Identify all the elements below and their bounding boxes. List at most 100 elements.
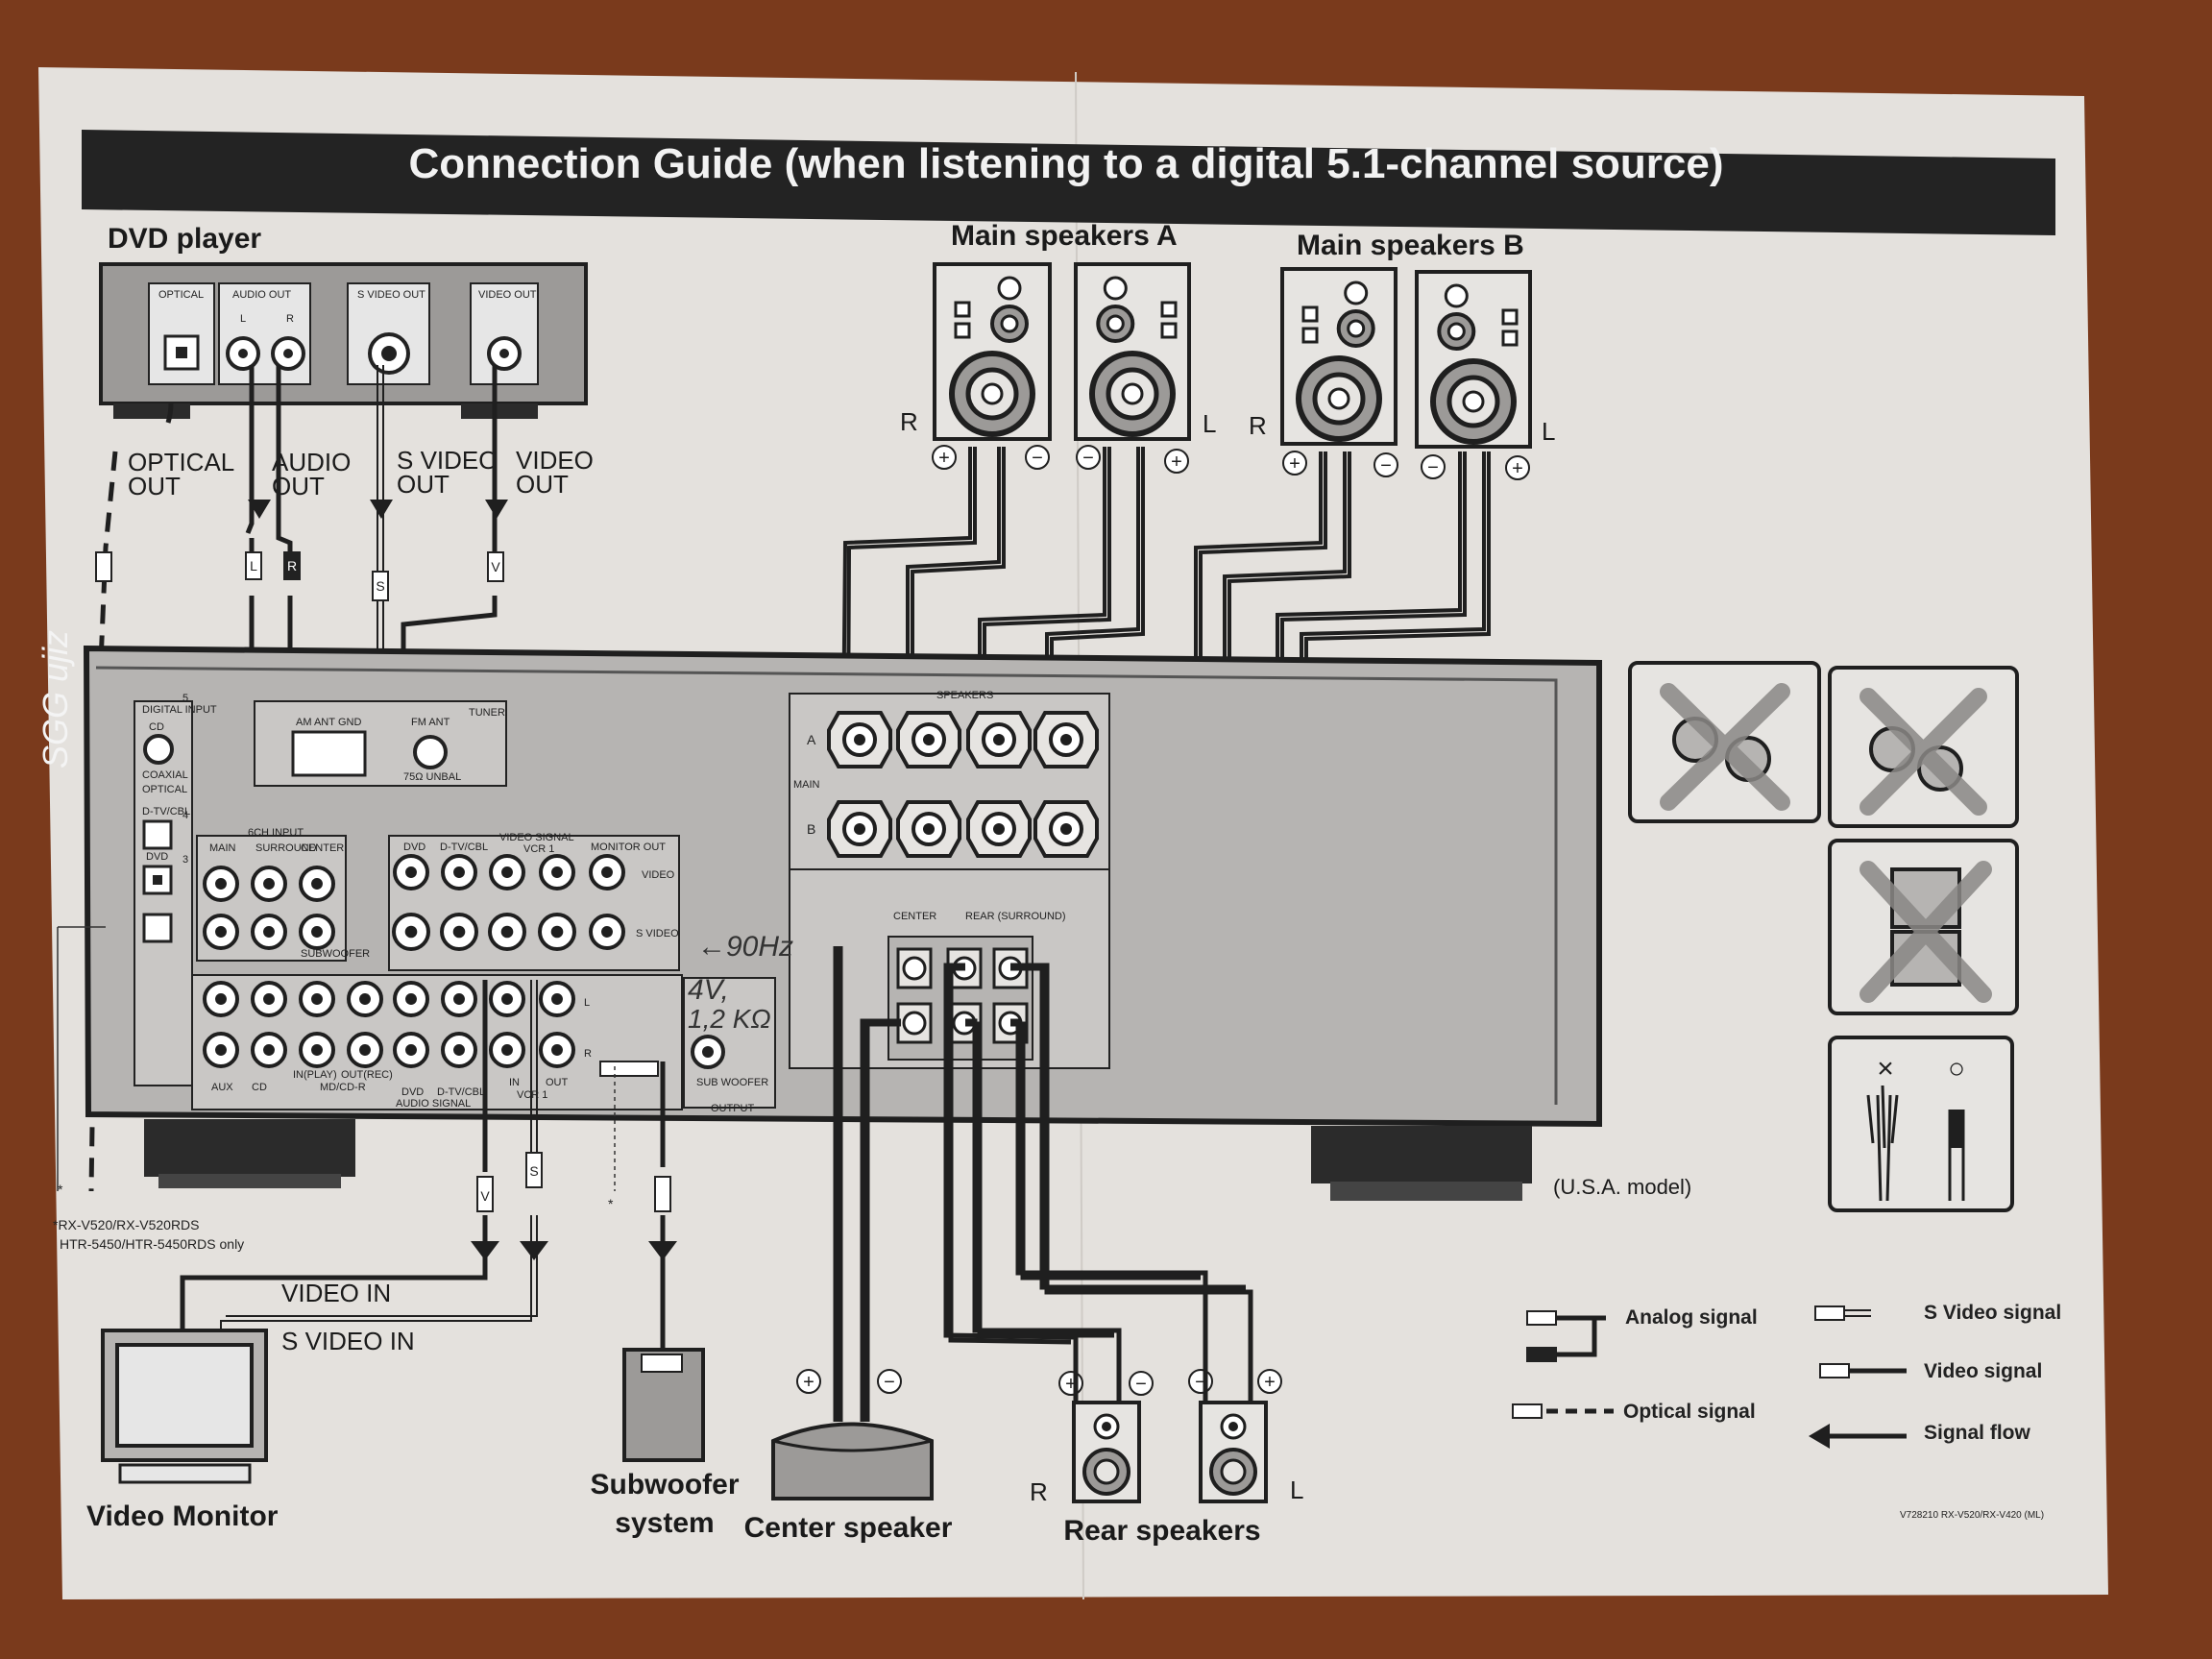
rear-r-label: R bbox=[1030, 1477, 1048, 1506]
plug-r-icon bbox=[283, 551, 301, 580]
video-out-label-1: VIDEO bbox=[516, 446, 594, 475]
video-signal-label: VIDEO SIGNAL bbox=[499, 832, 574, 843]
right-strip-mark: ○ bbox=[1948, 1053, 1965, 1085]
svg-text:−: − bbox=[1195, 1372, 1206, 1393]
legend-analog-label: Analog signal bbox=[1625, 1306, 1758, 1329]
main-speaker-1 bbox=[933, 262, 1052, 441]
dvd-audio-l-label: L bbox=[240, 313, 246, 325]
svg-text:−: − bbox=[1427, 457, 1439, 478]
dvd-port-audio-label: AUDIO OUT bbox=[232, 289, 291, 301]
plug-s-icon bbox=[372, 571, 389, 601]
bottom-arrows bbox=[471, 1241, 677, 1260]
terminal-minus-symbol: − bbox=[1421, 454, 1446, 479]
play-label: IN(PLAY) bbox=[293, 1069, 337, 1081]
rec-label: OUT(REC) bbox=[341, 1069, 393, 1081]
main-speaker-3 bbox=[1280, 267, 1398, 446]
terminal-minus-symbol: − bbox=[1025, 445, 1050, 470]
digital-dvd-label: DVD bbox=[146, 851, 168, 863]
svideo-out-label-2: OUT bbox=[397, 470, 450, 499]
handwritten-margin: SGG ujiz bbox=[36, 630, 75, 769]
as-dvd-label: DVD bbox=[401, 1086, 424, 1098]
sub-woofer-label: SUB WOOFER bbox=[696, 1077, 768, 1088]
terminal-plus-symbol: + bbox=[796, 1369, 821, 1394]
document-number: V728210 RX-V520/RX-V420 (ML) bbox=[1900, 1510, 2044, 1521]
svg-text:−: − bbox=[884, 1372, 895, 1393]
video-out-label-2: OUT bbox=[516, 470, 569, 499]
plug-l-icon bbox=[245, 551, 262, 580]
terminal-minus-symbol: − bbox=[1188, 1369, 1213, 1394]
main-speakers bbox=[933, 262, 1532, 449]
terminal-plus-symbol: + bbox=[932, 445, 957, 470]
cable-plugs: L R S V bbox=[95, 551, 504, 601]
footnote-line-2: HTR-5450/HTR-5450RDS only bbox=[60, 1236, 244, 1252]
rear-l-label: L bbox=[1290, 1476, 1303, 1504]
as-l-label: L bbox=[584, 997, 590, 1009]
optical-out-label-2: OUT bbox=[128, 472, 181, 500]
rear-speaker-2 bbox=[1199, 1401, 1268, 1503]
svideo-out-label-1: S VIDEO bbox=[397, 446, 498, 475]
legend-svideo-icon bbox=[1814, 1305, 1871, 1321]
speakers-panel-label: SPEAKERS bbox=[936, 690, 993, 701]
leader-asterisk: * bbox=[58, 1182, 63, 1197]
svg-text:−: − bbox=[1135, 1374, 1147, 1395]
bottom-plugs: V S bbox=[476, 1152, 671, 1212]
vs-dtv-label: D-TV/CBL bbox=[440, 842, 488, 853]
speakers-b-label: B bbox=[807, 821, 815, 837]
plug-optical-icon bbox=[95, 551, 112, 582]
svg-text:+: + bbox=[1264, 1372, 1276, 1393]
model-label: (U.S.A. model) bbox=[1553, 1175, 1691, 1199]
speaker-a-l-label: L bbox=[1203, 409, 1216, 438]
center-terminal-label: CENTER bbox=[893, 911, 936, 922]
dvd-audio-r-label: R bbox=[286, 313, 294, 325]
wire-strip-icon bbox=[1828, 1036, 2014, 1212]
video-monitor bbox=[101, 1329, 268, 1484]
dvd-player: OPTICAL AUDIO OUT S VIDEO OUT VIDEO OUT … bbox=[99, 262, 588, 419]
legend-flow-label: Signal flow bbox=[1924, 1422, 2031, 1444]
video-monitor-label: Video Monitor bbox=[86, 1500, 279, 1532]
monitor-out-label: MONITOR OUT bbox=[591, 842, 666, 853]
num4: 4 bbox=[182, 810, 188, 821]
main-speaker-wires bbox=[841, 447, 1491, 817]
6ch-main-label: MAIN bbox=[209, 842, 236, 854]
subwoofer-label-2: system bbox=[615, 1507, 714, 1539]
terminal-minus-symbol: − bbox=[877, 1369, 902, 1394]
handwritten-impedance: 1,2 KΩ bbox=[688, 1004, 771, 1034]
terminal-minus-symbol: − bbox=[1373, 452, 1398, 477]
subwoofer bbox=[622, 1348, 705, 1462]
main-speaker-2 bbox=[1074, 262, 1191, 441]
as-in-label: IN bbox=[509, 1077, 520, 1088]
svg-text:+: + bbox=[1289, 453, 1300, 475]
digital-dtv-label: D-TV/CBL bbox=[142, 806, 190, 817]
rear-speakers bbox=[1072, 1401, 1268, 1503]
plug-v-icon bbox=[487, 551, 504, 582]
handwritten-level: 4V, bbox=[688, 974, 729, 1006]
speaker-terminal-symbols: +−−++−−++−+−−+ bbox=[796, 445, 1530, 1396]
svideo-cable-to-monitor bbox=[220, 980, 538, 1340]
optical-label: OPTICAL bbox=[142, 784, 187, 795]
svg-text:+: + bbox=[1065, 1374, 1077, 1395]
audio-cd-label: CD bbox=[252, 1082, 267, 1093]
title-bar bbox=[82, 130, 2055, 235]
bottom-plug-v-label: V bbox=[480, 1188, 490, 1204]
speakers-a-label: A bbox=[807, 732, 816, 747]
main-speaker-4 bbox=[1415, 270, 1532, 449]
sub-output-label: OUTPUT bbox=[711, 1103, 755, 1114]
as-r-label: R bbox=[584, 1048, 592, 1060]
num5: 5 bbox=[182, 693, 188, 704]
handwritten-freq: ←90Hz bbox=[697, 931, 793, 963]
vs-vcr-label: VCR 1 bbox=[523, 843, 554, 855]
digital-input-label: DIGITAL INPUT bbox=[142, 704, 217, 716]
6ch-surround-label: SURROUND bbox=[255, 842, 317, 854]
dvd-port-optical-label: OPTICAL bbox=[158, 289, 204, 301]
leader-line bbox=[57, 926, 106, 1191]
video-signal-panel bbox=[388, 835, 680, 971]
svg-text:−: − bbox=[1032, 448, 1043, 469]
speaker-b-l-label: L bbox=[1542, 417, 1555, 446]
fm-ant-label: FM ANT bbox=[411, 717, 450, 728]
coaxial-label: COAXIAL bbox=[142, 769, 188, 781]
dvd-port-svideo-label: S VIDEO OUT bbox=[357, 289, 425, 301]
speakers-main-label: MAIN bbox=[793, 779, 820, 791]
am-ant-label: AM ANT bbox=[296, 717, 335, 728]
legend: Analog signal Optical signal S Video sig… bbox=[1512, 1302, 2061, 1449]
rear-speaker-1 bbox=[1072, 1401, 1141, 1503]
